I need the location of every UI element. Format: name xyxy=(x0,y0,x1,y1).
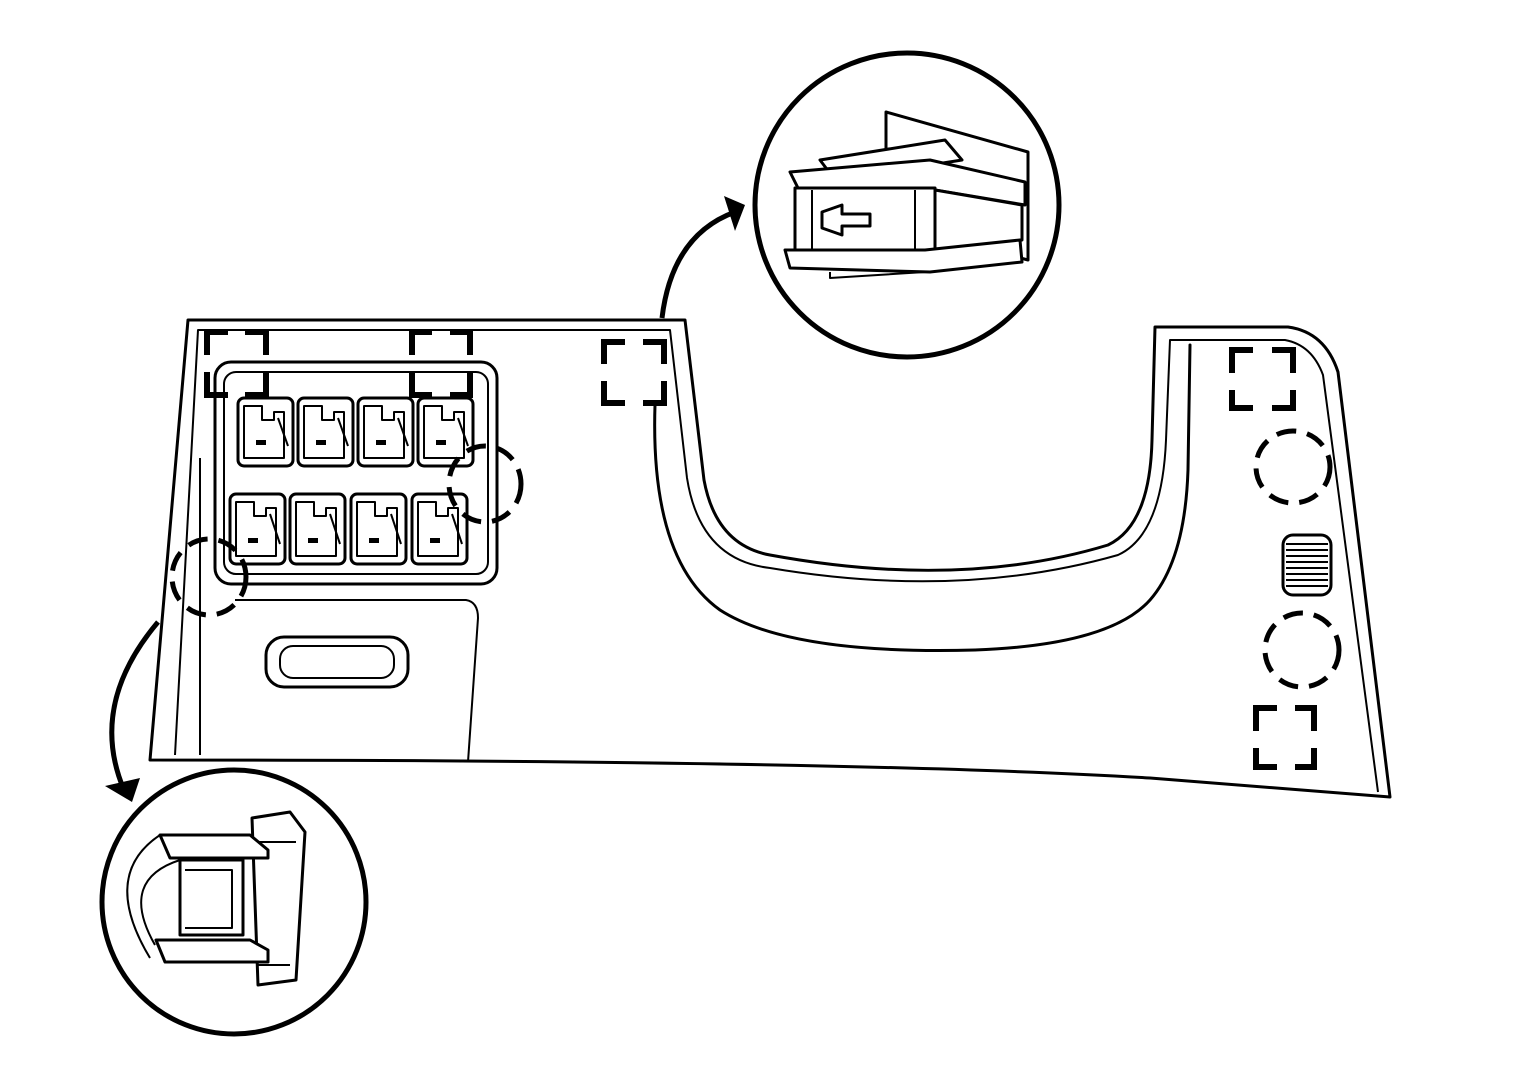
upper-detail-callout xyxy=(752,50,1062,360)
switch xyxy=(228,492,287,566)
retainer-marker xyxy=(601,339,667,406)
arrow-head-icon xyxy=(724,196,745,231)
panel-inner-edge xyxy=(174,329,1379,793)
switch-bank xyxy=(213,360,499,586)
leader-arrows xyxy=(105,196,745,802)
vent-grille xyxy=(1281,533,1333,597)
u-opening-contour xyxy=(653,343,1192,652)
dashed-locator xyxy=(1262,610,1342,690)
lower-cover-outline xyxy=(235,599,479,763)
trim-panel xyxy=(148,318,1392,799)
retainer-marker xyxy=(204,329,269,398)
retainer-marker xyxy=(1253,705,1317,770)
switch-row-1 xyxy=(236,396,475,468)
switch xyxy=(296,396,355,468)
retainer-clip-detail-icon xyxy=(126,810,307,987)
switch xyxy=(356,396,415,468)
switch xyxy=(288,492,347,566)
panel-slot xyxy=(264,635,410,689)
retainer-marker xyxy=(409,329,473,398)
switch xyxy=(416,396,475,468)
clip-locators xyxy=(169,428,1342,690)
switch-bezel-outer xyxy=(213,360,499,586)
panel-outline xyxy=(148,318,1392,799)
switch xyxy=(349,492,408,566)
retainer-markers xyxy=(204,329,1317,770)
switch xyxy=(236,396,295,468)
retainer-clip-detail-icon xyxy=(783,110,1030,279)
lower-detail-callout xyxy=(99,767,369,1037)
switch-row-2 xyxy=(228,492,469,566)
upper-leader-line xyxy=(659,209,736,319)
switch-bezel-inner xyxy=(223,371,489,575)
arrow-head-icon xyxy=(105,778,140,802)
dashed-locator xyxy=(1253,428,1333,506)
retainer-marker xyxy=(1229,347,1296,411)
lower-leader-line xyxy=(109,620,160,791)
switch xyxy=(410,492,469,566)
dashed-locator xyxy=(169,536,249,618)
dashed-locator xyxy=(446,443,524,525)
